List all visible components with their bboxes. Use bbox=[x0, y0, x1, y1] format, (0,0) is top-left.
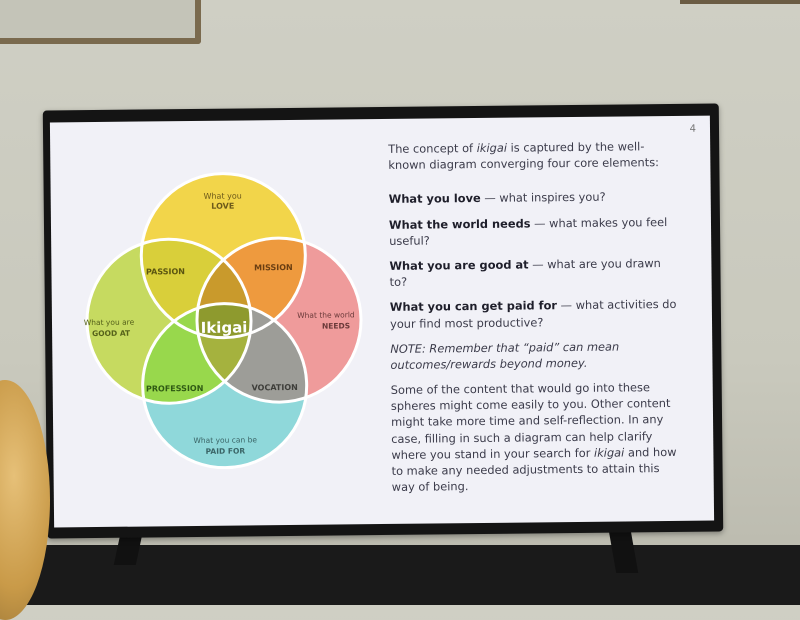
question-good: What you are good at — what are you draw… bbox=[389, 256, 661, 290]
love-label-line2: LOVE bbox=[211, 202, 234, 211]
note-paragraph: NOTE: Remember that “paid” can mean outc… bbox=[390, 339, 620, 372]
passion-label: PASSION bbox=[146, 267, 185, 276]
paid-label-line2: PAID FOR bbox=[206, 446, 246, 455]
paid-label-line1: What you can be bbox=[193, 435, 257, 445]
needs-label-line2: NEEDS bbox=[322, 321, 350, 330]
ikigai-label: Ikigai bbox=[201, 318, 248, 336]
needs-label-line1: What the world bbox=[297, 310, 355, 320]
picture-frame-right bbox=[680, 0, 800, 4]
question-love: What you love — what inspires you? bbox=[388, 190, 606, 207]
love-label-line1: What you bbox=[204, 191, 242, 200]
slide-text: The concept of ikigai is captured by the… bbox=[388, 138, 682, 504]
question-paid: What you can get paid for — what activit… bbox=[389, 297, 677, 331]
intro-paragraph: The concept of ikigai is captured by the… bbox=[388, 139, 660, 173]
picture-frame bbox=[0, 0, 201, 44]
page-number: 4 bbox=[689, 123, 697, 135]
good-label-line2: GOOD AT bbox=[92, 329, 131, 338]
profession-label: PROFESSION bbox=[146, 384, 203, 394]
mission-label: MISSION bbox=[254, 263, 293, 272]
question-needs: What the world needs — what makes you fe… bbox=[388, 214, 668, 248]
ikigai-diagram: What you LOVE What the world NEEDS What … bbox=[72, 149, 376, 492]
vocation-label: VOCATION bbox=[252, 383, 298, 392]
slide: 4 bbox=[49, 115, 715, 528]
tv-screen-bezel: 4 bbox=[42, 103, 724, 539]
body-paragraph: Some of the content that would go into t… bbox=[390, 380, 677, 495]
good-label-line1: What you are bbox=[84, 318, 135, 328]
